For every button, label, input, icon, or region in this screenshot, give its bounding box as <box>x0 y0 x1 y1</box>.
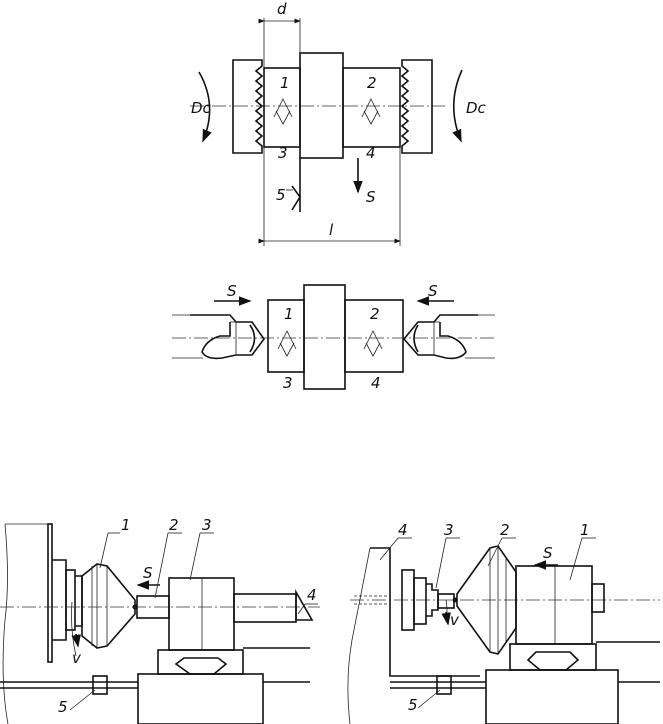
break-line-right <box>347 547 371 724</box>
label-5: 5 <box>408 696 418 714</box>
left-tool-rotation <box>249 324 256 353</box>
label-s: S <box>366 188 376 206</box>
left-face-mill <box>232 59 264 154</box>
label-l: l <box>329 221 334 239</box>
label-4: 4 <box>366 144 376 162</box>
fixture-5-mark <box>291 185 301 211</box>
label-5: 5 <box>276 186 286 204</box>
leader-5 <box>417 689 441 709</box>
workpiece-right-end <box>344 299 404 373</box>
rotation-arrow-left <box>198 71 212 143</box>
cone-cutter-rings <box>489 546 507 654</box>
right-face-mill <box>400 59 433 154</box>
leader-3 <box>189 532 201 581</box>
bottom-right-view: 4 3 2 1 5 S v <box>347 521 660 724</box>
label-4: 4 <box>398 521 408 539</box>
right-tool-insert <box>433 321 440 355</box>
leader-1 <box>569 537 583 581</box>
left-tool-insert <box>230 321 237 355</box>
workpiece-holder <box>168 577 235 651</box>
carriage <box>157 649 244 675</box>
mandrel <box>233 593 297 623</box>
right-tool <box>402 314 478 360</box>
workpiece-collar <box>299 52 344 159</box>
label-s-right: S <box>428 282 438 300</box>
label-dc-left: Dc <box>191 99 212 117</box>
label-v: v <box>72 649 82 667</box>
surface-finish-mark-2 <box>361 98 381 125</box>
spindle-flange <box>65 569 76 631</box>
tie-rod-hidden <box>354 595 388 605</box>
dovetail-slide <box>174 657 228 675</box>
cone-cutter-rings <box>91 564 108 648</box>
rotation-arrow-right <box>452 69 463 143</box>
surface-finish-mark-2 <box>363 330 383 357</box>
spindle-head <box>52 559 67 641</box>
bed-block <box>137 673 264 724</box>
top-view: d 1 2 3 4 5 S l Dc Dc <box>190 0 487 246</box>
dovetail-slide <box>526 651 580 671</box>
label-1: 1 <box>121 516 131 534</box>
workpiece-right-end <box>342 67 401 148</box>
label-v: v <box>450 611 460 629</box>
label-3: 3 <box>202 516 212 534</box>
spindle-nose <box>75 575 83 627</box>
label-1: 1 <box>580 521 590 539</box>
rotation-v-curve <box>71 601 77 657</box>
label-4: 4 <box>307 586 317 604</box>
leader-3 <box>435 537 447 589</box>
stop-block-5 <box>92 675 108 695</box>
label-4: 4 <box>371 374 381 392</box>
label-1: 1 <box>280 74 290 92</box>
surface-finish-mark-1 <box>277 330 297 357</box>
cone-cutter <box>81 563 136 649</box>
spindle-housing-face <box>47 523 53 663</box>
label-2: 2 <box>370 305 380 323</box>
label-3: 3 <box>444 521 454 539</box>
label-3: 3 <box>283 374 293 392</box>
label-dc-right: Dc <box>466 99 487 117</box>
label-s-left: S <box>227 282 237 300</box>
leader-4 <box>297 603 306 615</box>
label-s: S <box>143 564 153 582</box>
label-2: 2 <box>367 74 377 92</box>
label-2: 2 <box>169 516 179 534</box>
label-5: 5 <box>58 698 68 716</box>
stop-block-5 <box>436 675 452 695</box>
carriage <box>509 643 597 671</box>
spindle-head-box <box>515 565 593 645</box>
rotation-v-arrow <box>441 611 451 626</box>
leader-4 <box>379 537 399 561</box>
chuck-body <box>413 577 427 625</box>
label-1: 1 <box>284 305 294 323</box>
label-3: 3 <box>278 144 288 162</box>
left-tool <box>190 314 265 360</box>
leader-2 <box>487 537 503 567</box>
surface-finish-mark-1 <box>273 98 293 125</box>
workpiece-collar <box>303 284 346 390</box>
machine-frame-bracket <box>370 547 480 677</box>
label-d: d <box>277 0 287 18</box>
leader-1 <box>99 532 109 569</box>
bed-block <box>485 669 619 724</box>
break-line-left <box>2 523 50 724</box>
bottom-left-view: 1 2 3 4 5 S v <box>0 516 320 724</box>
spindle-end-cap <box>591 583 605 613</box>
label-s: S <box>543 544 553 562</box>
leader-5 <box>69 689 96 711</box>
middle-view: S S 1 2 3 4 <box>172 282 495 392</box>
label-2: 2 <box>500 521 510 539</box>
right-tool-rotation <box>413 324 419 353</box>
rotation-v-arrow <box>71 633 81 648</box>
leader-2 <box>154 532 169 599</box>
